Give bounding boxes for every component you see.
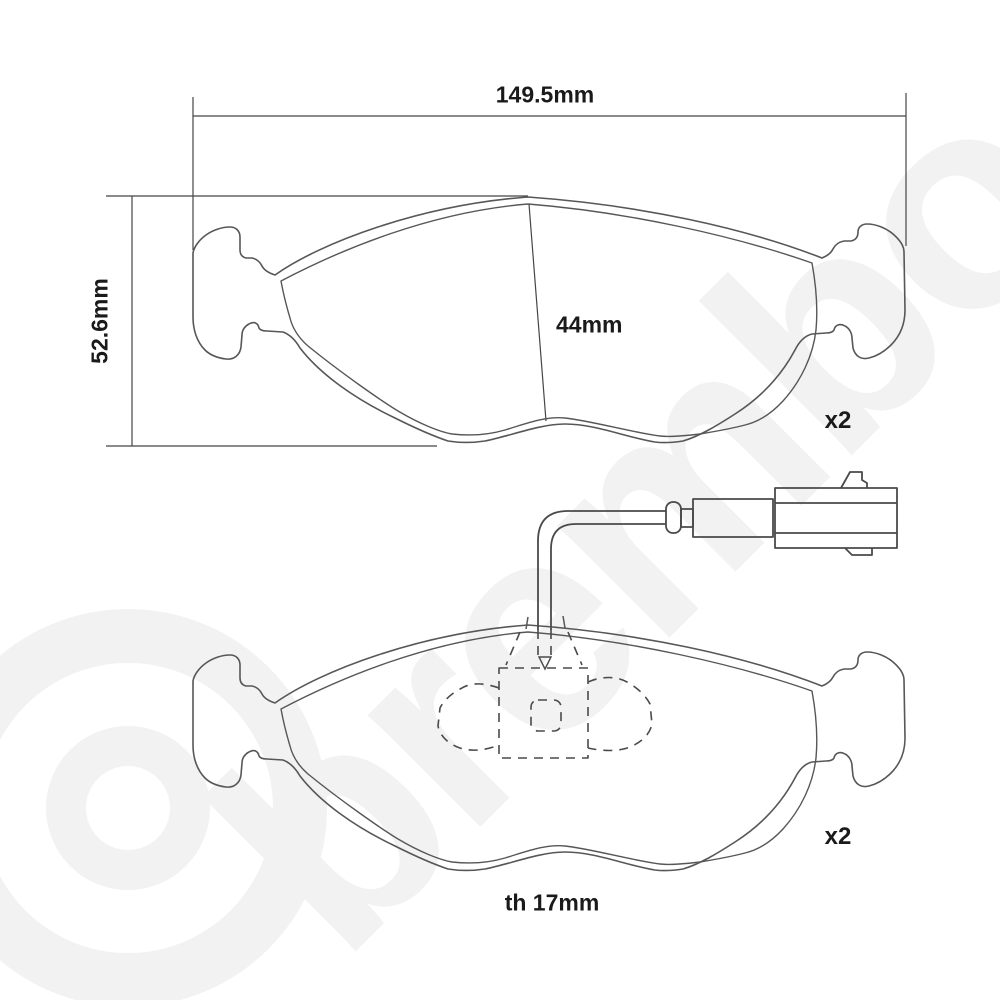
bottom-quantity-label: x2	[824, 823, 852, 850]
pad-face-height-label: 44mm	[556, 311, 623, 338]
wear-sensor	[537, 471, 898, 630]
height-dimension-label: 52.6mm	[86, 278, 113, 364]
sensor-clip-hidden-detail	[437, 630, 653, 759]
watermark-ring-inner-icon	[46, 726, 210, 890]
clip-right-wing	[587, 676, 653, 752]
connector-latch	[840, 471, 868, 489]
sensor-connector	[774, 487, 898, 549]
sensor-wire	[537, 510, 666, 630]
clip-center-plate	[498, 667, 589, 759]
top-pad	[192, 196, 906, 444]
thickness-label: th 17mm	[504, 889, 600, 916]
connector-keying-notch	[844, 547, 873, 556]
clip-arrow-tip	[537, 656, 553, 671]
sensor-entry-ticks	[525, 615, 566, 630]
height-dimension-line	[106, 195, 528, 447]
sensor-body	[692, 498, 774, 538]
sensor-neck	[680, 508, 694, 528]
clip-funnel-right	[567, 631, 583, 666]
sensor-grommet	[665, 501, 682, 534]
clip-funnel-left	[505, 631, 521, 666]
clip-center-window	[530, 699, 562, 732]
top-quantity-label: x2	[824, 407, 852, 434]
width-dimension-line	[192, 93, 907, 250]
width-dimension-label: 149.5mm	[495, 81, 595, 108]
sensor-wire-inner	[550, 523, 666, 630]
pad-height-leader-line	[528, 203, 547, 422]
watermark-ring-icon	[0, 609, 327, 1000]
clip-left-wing	[437, 683, 500, 751]
